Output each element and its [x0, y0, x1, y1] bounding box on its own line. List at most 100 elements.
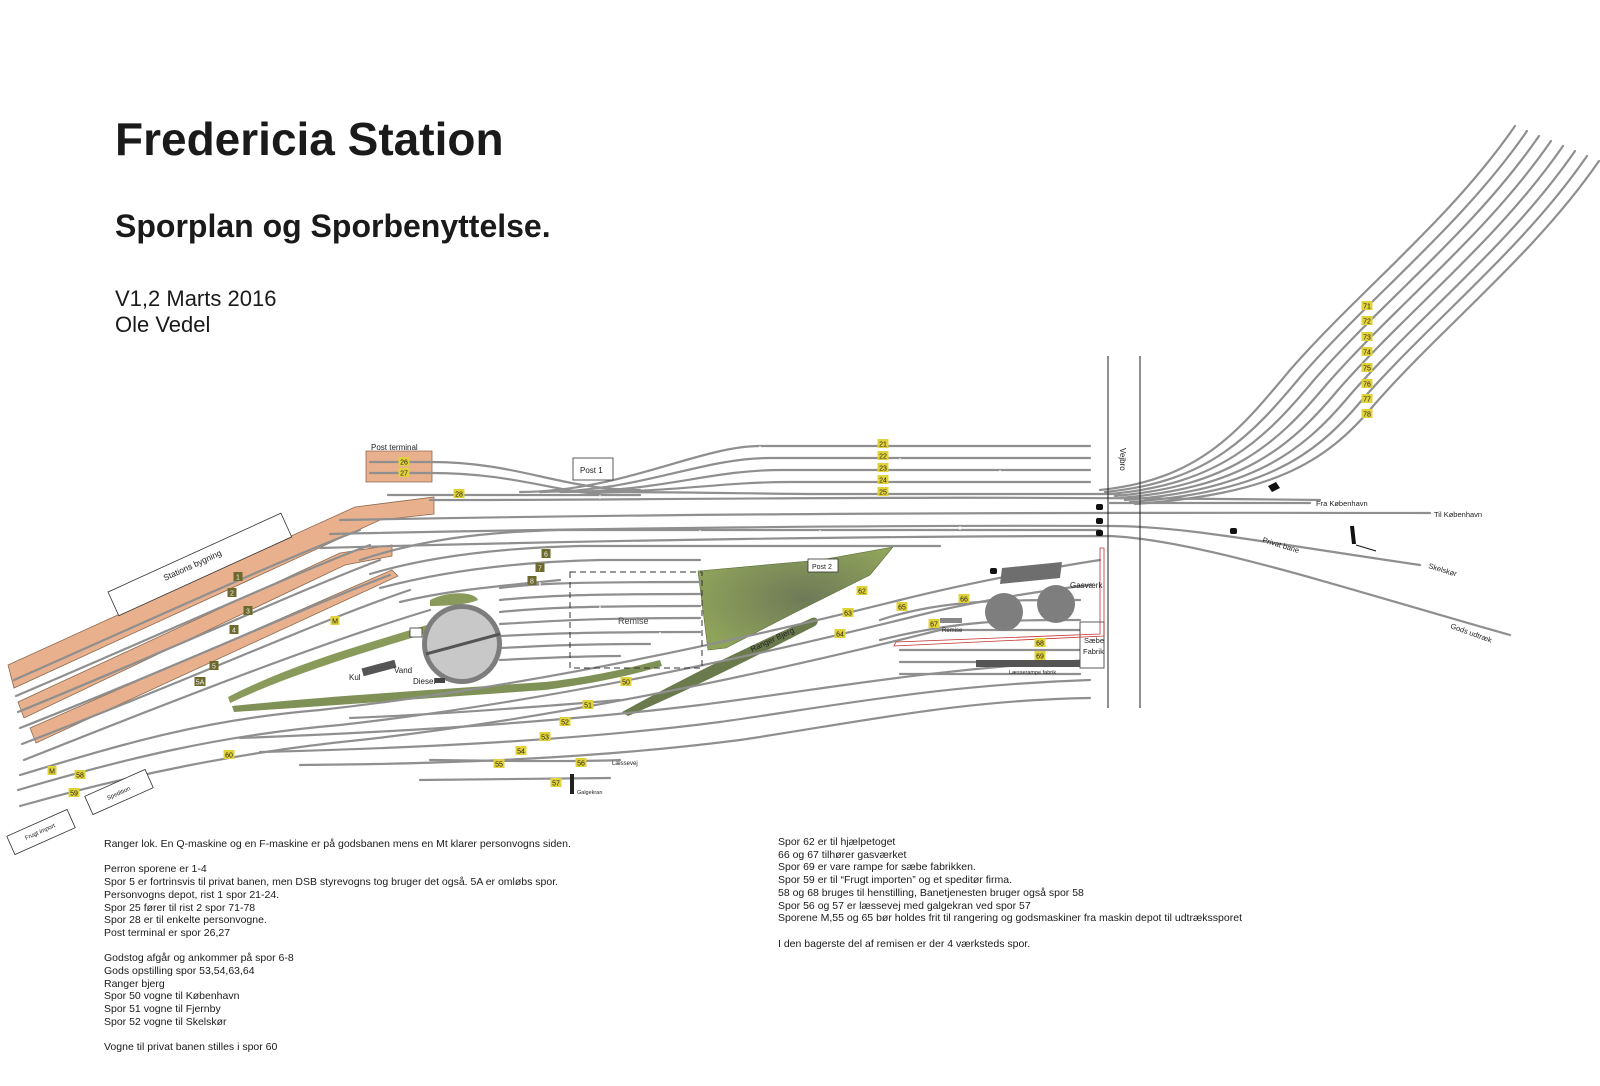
- note-line: Spor 28 er til enkelte personvogne.: [104, 914, 267, 927]
- note-line: Spor 56 og 57 er læssevej med galgekran …: [778, 899, 1031, 912]
- track-number-5: 5: [209, 661, 219, 671]
- tracks: [12, 124, 1600, 808]
- laessevej-label: Læssevej: [612, 761, 638, 767]
- note-line: [778, 925, 1242, 938]
- note-line: Spor 69 er vare rampe for sæbe fabrikken…: [778, 861, 976, 874]
- small-buildings: [6, 457, 1105, 856]
- note-line: Spor 59 er til “Frugt importen” og et sp…: [778, 874, 1012, 887]
- diesel-tank: [435, 678, 445, 683]
- track-number-label: 69: [1036, 654, 1044, 661]
- track-number-54: 54: [515, 746, 527, 756]
- page-title: Fredericia Station: [115, 113, 504, 165]
- station-building: [107, 512, 293, 617]
- track-number-label: 28: [455, 492, 463, 499]
- track-number-label: 65: [898, 605, 906, 612]
- track-number-label: M: [332, 619, 338, 626]
- track-number-label: 5: [212, 664, 216, 671]
- platforms: [7, 450, 435, 744]
- track-number-label: 21: [879, 442, 887, 449]
- note-line: Personvogns depot, rist 1 spor 21-24.: [104, 888, 280, 901]
- track-number-63: 63: [842, 608, 854, 618]
- track-number-78: 78: [1361, 409, 1373, 419]
- track-number-7: 7: [535, 563, 545, 573]
- gasworks: [893, 547, 1105, 647]
- note-line: Spor 62 er til hjælpetoget: [778, 836, 896, 848]
- track-number-label: 55: [495, 762, 503, 769]
- note-line: I den bagerste del af remisen er der 4 v…: [778, 937, 1031, 950]
- track-number-label: 4: [232, 628, 236, 635]
- track-number-3: 3: [243, 606, 253, 616]
- track-number-label: 56: [577, 761, 585, 768]
- track-number-label: 66: [960, 597, 968, 604]
- track-number-4: 4: [229, 625, 239, 635]
- track-number-label: 67: [930, 622, 938, 629]
- green-strip-2: [430, 593, 478, 606]
- track-number-label: 57: [552, 781, 560, 788]
- track-number-66: 66: [958, 594, 970, 604]
- post-terminal-platform: [365, 450, 433, 483]
- track-number-label: 60: [225, 753, 233, 760]
- note-line: Sporene M,55 og 65 bør holdes frit til r…: [778, 912, 1242, 925]
- track-number-M: M: [47, 766, 57, 776]
- fra-kbh-label: Fra København: [1316, 499, 1368, 508]
- track-number-68: 68: [1034, 638, 1046, 648]
- track-number-50: 50: [620, 677, 632, 687]
- track-number-28: 28: [453, 489, 465, 499]
- track-number-label: 3: [246, 609, 250, 616]
- note-line: Spor 52 vogne til Skelskør: [104, 1015, 227, 1028]
- note-line: Gods opstilling spor 53,54,63,64: [104, 965, 255, 977]
- green-strip-1: [228, 612, 470, 703]
- track-number-label: 75: [1363, 366, 1371, 373]
- tie-marks: [539, 446, 1001, 636]
- signals: [990, 482, 1377, 574]
- track-number-label: 22: [879, 454, 887, 461]
- track-number-label: 26: [400, 460, 408, 467]
- platform-2: [17, 544, 393, 719]
- galgekran-label: Galgekran: [577, 790, 602, 796]
- laesserampe-label: Læsserampe fabrik: [1009, 670, 1056, 676]
- track-number-56: 56: [575, 758, 587, 768]
- saebe-fabrik-building: [1079, 621, 1105, 669]
- track-number-24: 24: [877, 475, 889, 485]
- track-number-label: 25: [879, 490, 887, 497]
- water-tank: [409, 627, 423, 638]
- track-number-73: 73: [1361, 332, 1373, 342]
- turntable: [422, 604, 502, 684]
- track-number-label: 51: [584, 703, 592, 710]
- spedition-building: [84, 768, 154, 816]
- track-number-label: 5A: [196, 680, 205, 687]
- note-line: Spor 5 er fortrinsvis til privat banen, …: [104, 876, 559, 889]
- track-number-1: 1: [233, 572, 243, 582]
- track-number-22: 22: [877, 451, 889, 461]
- note-line: 66 og 67 tilhører gasværket: [778, 848, 907, 861]
- track-number-label: 77: [1363, 397, 1371, 404]
- track-number-69: 69: [1034, 651, 1046, 661]
- track-number-label: 58: [76, 773, 84, 780]
- remise-building: [569, 571, 703, 669]
- frugt-import-building: [6, 808, 76, 856]
- track-number-5A: 5A: [194, 677, 206, 687]
- track-number-label: 72: [1363, 319, 1371, 326]
- note-line: Vogne til privat banen stilles i spor 60: [104, 1041, 278, 1054]
- track-number-60: 60: [223, 750, 235, 760]
- note-line: 58 og 68 bruges til henstilling, Banetje…: [778, 886, 1084, 899]
- galgekran: [570, 774, 574, 794]
- track-number-51: 51: [582, 700, 594, 710]
- track-number-25: 25: [877, 487, 889, 497]
- track-number-64: 64: [834, 629, 846, 639]
- gasvaerk-label: Gasværk: [1070, 581, 1103, 590]
- track-number-label: 73: [1363, 335, 1371, 342]
- track-number-label: 59: [70, 791, 78, 798]
- version-block: V1,2 Marts 2016 Ole Vedel: [115, 286, 276, 338]
- track-number-8: 8: [527, 576, 537, 586]
- note-line: Spor 51 vogne til Fjernby: [104, 1003, 221, 1016]
- kul-bunker: [361, 659, 397, 677]
- track-number-53: 53: [539, 732, 551, 742]
- track-number-label: 23: [879, 466, 887, 473]
- post-terminal-label: Post terminal: [371, 443, 418, 452]
- remise-small-label: Remise: [942, 628, 963, 634]
- track-number-label: 24: [879, 478, 887, 485]
- destination-labels: Fra København Til København Privat bane …: [1261, 499, 1493, 645]
- track-number-52: 52: [559, 717, 571, 727]
